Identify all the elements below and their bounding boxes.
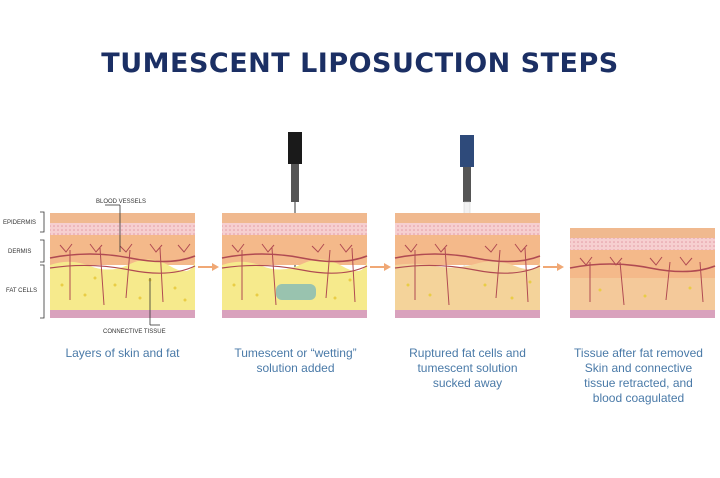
arrow-2-head xyxy=(384,263,391,271)
label-connective-tissue: CONNECTIVE TISSUE xyxy=(103,329,166,335)
step-1-caption: Layers of skin and fat xyxy=(65,346,180,360)
step-arrows xyxy=(198,263,564,271)
panel-wetting-solution xyxy=(221,132,368,318)
side-labels xyxy=(40,204,160,326)
step-3-caption: Ruptured fat cells and tumescent solutio… xyxy=(409,346,526,390)
label-blood-vessels: BLOOD VESSELS xyxy=(96,199,146,205)
label-dermis: DERMIS xyxy=(8,249,31,255)
arrow-1-head xyxy=(212,263,219,271)
panel-after-removal xyxy=(569,228,716,318)
label-fat-cells: FAT CELLS xyxy=(6,288,37,294)
panel-suction xyxy=(394,135,541,318)
step-2-caption: Tumescent or “wetting” solution added xyxy=(234,346,357,375)
arrow-3-head xyxy=(557,263,564,271)
page-title: TUMESCENT LIPOSUCTION STEPS xyxy=(101,48,619,79)
label-epidermis: EPIDERMIS xyxy=(3,220,36,226)
step-4-caption: Tissue after fat removed Skin and connec… xyxy=(574,346,703,405)
panel-layers-of-skin xyxy=(49,213,196,318)
